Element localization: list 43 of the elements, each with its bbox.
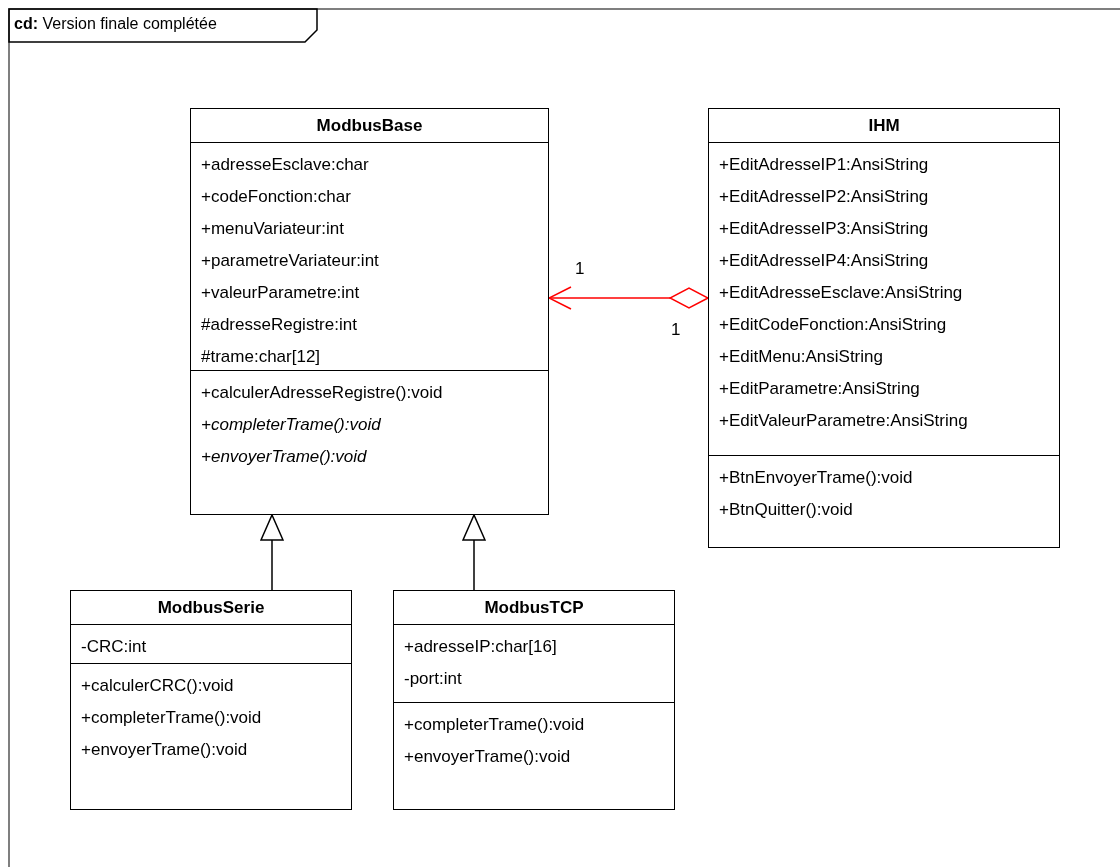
attribute-text: +EditAdresseIP3:AnsiString xyxy=(719,218,929,240)
operation-text: +completerTrame():void xyxy=(404,714,585,736)
operation-text: +completerTrame():void xyxy=(201,414,381,436)
attribute-text: +valeurParametre:int xyxy=(201,282,360,304)
class-box xyxy=(393,590,675,810)
class-box xyxy=(190,108,549,515)
attribute-text: +EditAdresseIP4:AnsiString xyxy=(719,250,929,272)
class-box xyxy=(708,108,1060,548)
operation-text: +BtnEnvoyerTrame():void xyxy=(719,467,913,489)
attribute-text: #adresseRegistre:int xyxy=(201,314,357,336)
operation-text: +calculerAdresseRegistre():void xyxy=(201,382,443,404)
multiplicity-label: 1 xyxy=(671,320,681,340)
class-name: ModbusBase xyxy=(316,115,423,136)
attribute-text: +EditAdresseIP1:AnsiString xyxy=(719,154,929,176)
attribute-text: +adresseEsclave:char xyxy=(201,154,369,176)
attribute-text: +EditParametre:AnsiString xyxy=(719,378,920,400)
operation-text: +calculerCRC():void xyxy=(81,675,234,697)
diagram-title: cd: Version finale complétée xyxy=(14,15,217,33)
operation-text: +BtnQuitter():void xyxy=(719,499,853,521)
class-box xyxy=(70,590,352,810)
attribute-text: +EditValeurParametre:AnsiString xyxy=(719,410,968,432)
operation-text: +envoyerTrame():void xyxy=(201,446,367,468)
attribute-text: +EditCodeFonction:AnsiString xyxy=(719,314,947,336)
operation-text: +completerTrame():void xyxy=(81,707,262,729)
operation-text: +envoyerTrame():void xyxy=(404,746,571,768)
aggregation-arrow xyxy=(548,286,709,310)
attribute-text: +parametreVariateur:int xyxy=(201,250,379,272)
attribute-text: -CRC:int xyxy=(81,636,147,658)
attribute-text: +EditMenu:AnsiString xyxy=(719,346,883,368)
attribute-text: -port:int xyxy=(404,668,462,690)
multiplicity-label: 1 xyxy=(575,259,585,279)
attribute-text: +EditAdresseEsclave:AnsiString xyxy=(719,282,963,304)
operation-text: +envoyerTrame():void xyxy=(81,739,248,761)
attribute-text: +menuVariateur:int xyxy=(201,218,344,240)
attribute-text: #trame:char[12] xyxy=(201,346,321,368)
class-name: ModbusTCP xyxy=(484,597,584,618)
generalization-arrow xyxy=(260,514,284,591)
attribute-text: +EditAdresseIP2:AnsiString xyxy=(719,186,929,208)
class-name: IHM xyxy=(868,115,900,136)
class-name: ModbusSerie xyxy=(157,597,265,618)
attribute-text: +codeFonction:char xyxy=(201,186,351,208)
generalization-arrow xyxy=(462,514,486,591)
attribute-text: +adresseIP:char[16] xyxy=(404,636,557,658)
